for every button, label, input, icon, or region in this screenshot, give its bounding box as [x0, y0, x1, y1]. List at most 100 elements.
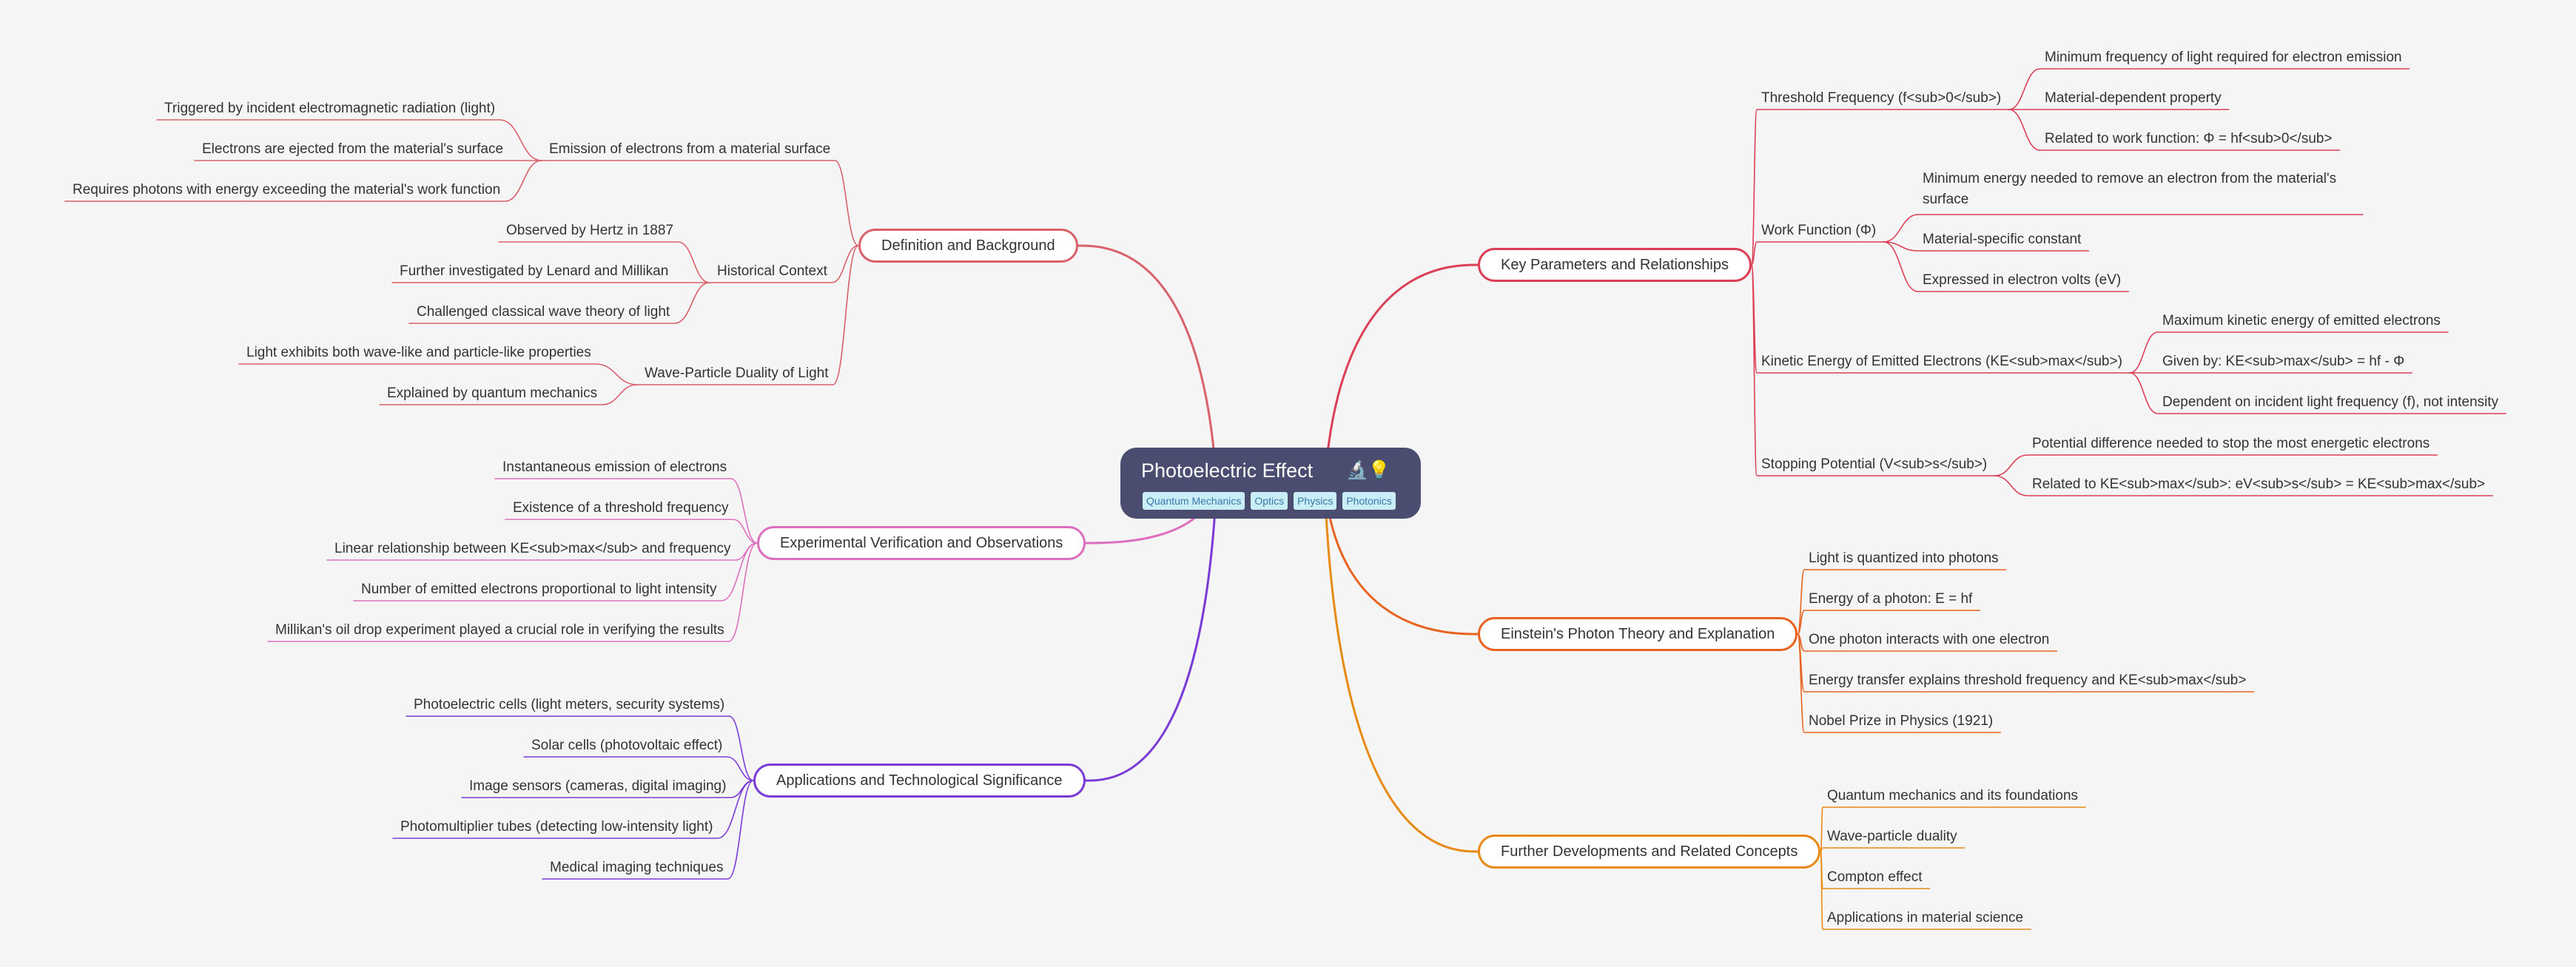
root-node[interactable]: Photoelectric Effect 🔬💡 Quantum Mechanic…	[1120, 448, 1421, 519]
leaf[interactable]: Photomultiplier tubes (detecting low-int…	[400, 819, 713, 835]
topic-work-function[interactable]: Work Function (Φ)	[1761, 223, 1877, 238]
leaf-connector	[636, 245, 859, 385]
leaf[interactable]: Given by: KE<sub>max</sub> = hf - Φ	[2162, 354, 2405, 369]
leaf[interactable]: Material-specific constant	[1923, 232, 2082, 247]
topic-emission[interactable]: Emission of electrons from a material su…	[549, 141, 831, 157]
leaf-connector	[2129, 372, 2506, 414]
leaf-connector	[1883, 241, 2130, 292]
leaf-connector	[1820, 851, 2031, 930]
leaf[interactable]: Observed by Hertz in 1887	[506, 223, 674, 238]
leaf[interactable]: Requires photons with energy exceeding t…	[73, 182, 501, 198]
leaf[interactable]: Triggered by incident electromagnetic ra…	[164, 101, 496, 116]
tag[interactable]: Optics	[1251, 492, 1288, 510]
leaf[interactable]: Medical imaging techniques	[550, 860, 724, 875]
leaf[interactable]: Photoelectric cells (light meters, secur…	[414, 697, 725, 712]
leaf-connector	[2008, 109, 2341, 151]
leaf-connector	[379, 384, 638, 405]
leaf[interactable]: Light exhibits both wave-like and partic…	[246, 345, 591, 360]
leaf-connector	[1994, 475, 2493, 496]
topic-duality[interactable]: Wave-Particle Duality of Light	[645, 365, 829, 381]
leaf-connector	[1797, 569, 2007, 635]
leaf[interactable]: Potential difference needed to stop the …	[2032, 436, 2430, 451]
leaf[interactable]: Dependent on incident light frequency (f…	[2162, 394, 2499, 410]
leaf[interactable]: Millikan's oil drop experiment played a …	[275, 622, 724, 638]
leaf[interactable]: Minimum frequency of light required for …	[2045, 50, 2402, 65]
leaf[interactable]: Material-dependent property	[2045, 90, 2222, 106]
branch-definition[interactable]: Definition and Background	[858, 229, 1078, 263]
leaf[interactable]: Quantum mechanics and its foundations	[1827, 788, 2079, 803]
leaf-connector	[1751, 264, 1996, 476]
branch-connector	[1323, 263, 1479, 486]
leaf[interactable]: Expressed in electron volts (eV)	[1923, 272, 2122, 288]
leaf-connector	[1883, 214, 2364, 243]
leaf[interactable]: One photon interacts with one electron	[1809, 632, 2050, 647]
branch-further[interactable]: Further Developments and Related Concept…	[1478, 835, 1821, 869]
topic-kinetic-energy[interactable]: Kinetic Energy of Emitted Electrons (KE<…	[1761, 354, 2122, 369]
leaf-connector	[1820, 806, 2086, 852]
tag-list: Quantum Mechanics Optics Physics Photoni…	[1143, 492, 1396, 510]
leaf[interactable]: Further investigated by Lenard and Milli…	[400, 263, 669, 279]
leaf-connector	[238, 363, 638, 385]
leaf[interactable]: Energy of a photon: E = hf	[1809, 591, 1973, 607]
leaf-connector	[353, 542, 758, 602]
leaf[interactable]: Nobel Prize in Physics (1921)	[1809, 713, 1994, 729]
leaf-connector	[505, 519, 758, 544]
leaf[interactable]: Number of emitted electrons proportional…	[361, 582, 717, 597]
leaf[interactable]: Electrons are ejected from the material'…	[202, 141, 504, 157]
topic-history[interactable]: Historical Context	[717, 263, 827, 279]
tag[interactable]: Quantum Mechanics	[1143, 492, 1245, 510]
leaf-connector	[2129, 331, 2449, 374]
leaf[interactable]: Compton effect	[1827, 869, 1923, 885]
leaf-connector	[494, 478, 758, 544]
branch-connector	[1323, 483, 1479, 853]
tag[interactable]: Photonics	[1342, 492, 1396, 510]
leaf-connector	[1820, 847, 1965, 852]
leaf-connector	[1994, 454, 2438, 476]
leaf[interactable]: Energy transfer explains threshold frequ…	[1809, 673, 2247, 688]
branch-connector	[1077, 244, 1218, 486]
topic-threshold-frequency[interactable]: Threshold Frequency (f<sub>0</sub>)	[1761, 90, 2002, 106]
leaf[interactable]: Light is quantized into photons	[1809, 550, 1999, 566]
leaf-connector	[709, 245, 859, 283]
branch-connector	[1084, 483, 1218, 782]
leaf-connector	[1751, 109, 2010, 266]
root-title: Photoelectric Effect	[1141, 459, 1314, 482]
leaf-connector	[1797, 610, 1981, 635]
branch-key-parameters[interactable]: Key Parameters and Relationships	[1478, 248, 1752, 282]
leaf[interactable]: Minimum energy needed to remove an elect…	[1923, 171, 2337, 207]
leaf-connector	[1797, 633, 2002, 733]
leaf-connector	[498, 241, 710, 283]
leaf-connector	[408, 282, 710, 324]
leaf[interactable]: Linear relationship between KE<sub>max</…	[334, 541, 731, 556]
leaf[interactable]: Related to KE<sub>max</sub>: eV<sub>s</s…	[2032, 476, 2486, 492]
tag[interactable]: Physics	[1294, 492, 1337, 510]
leaf[interactable]: Existence of a threshold frequency	[513, 500, 729, 516]
topic-stopping-potential[interactable]: Stopping Potential (V<sub>s</sub>)	[1761, 456, 1988, 472]
leaf-connector	[542, 780, 754, 880]
microscope-bulb-icon: 🔬💡	[1346, 460, 1390, 480]
leaf[interactable]: Wave-particle duality	[1827, 829, 1957, 844]
leaf[interactable]: Challenged classical wave theory of ligh…	[417, 304, 670, 320]
leaf-connector	[1751, 241, 1885, 266]
leaf-connector	[64, 160, 542, 202]
leaf-connector	[156, 119, 542, 161]
leaf[interactable]: Image sensors (cameras, digital imaging)	[469, 778, 727, 794]
leaf-connector	[1883, 241, 2090, 252]
leaf-connector	[267, 542, 758, 642]
leaf-connector	[392, 780, 754, 839]
leaf[interactable]: Related to work function: Φ = hf<sub>0</…	[2045, 131, 2333, 146]
leaf[interactable]: Applications in material science	[1827, 910, 2024, 926]
branch-applications[interactable]: Applications and Technological Significa…	[753, 764, 1086, 798]
leaf[interactable]: Maximum kinetic energy of emitted electr…	[2162, 313, 2441, 328]
leaf-connector	[2008, 68, 2410, 110]
leaf-connector	[406, 715, 754, 781]
leaf-connector	[541, 160, 859, 246]
leaf[interactable]: Solar cells (photovoltaic effect)	[531, 738, 723, 753]
leaf-connector	[523, 756, 754, 781]
leaf[interactable]: Explained by quantum mechanics	[387, 385, 598, 401]
branch-experimental[interactable]: Experimental Verification and Observatio…	[757, 526, 1086, 560]
branch-einstein[interactable]: Einstein's Photon Theory and Explanation	[1478, 617, 1798, 651]
leaf[interactable]: Instantaneous emission of electrons	[502, 459, 727, 475]
